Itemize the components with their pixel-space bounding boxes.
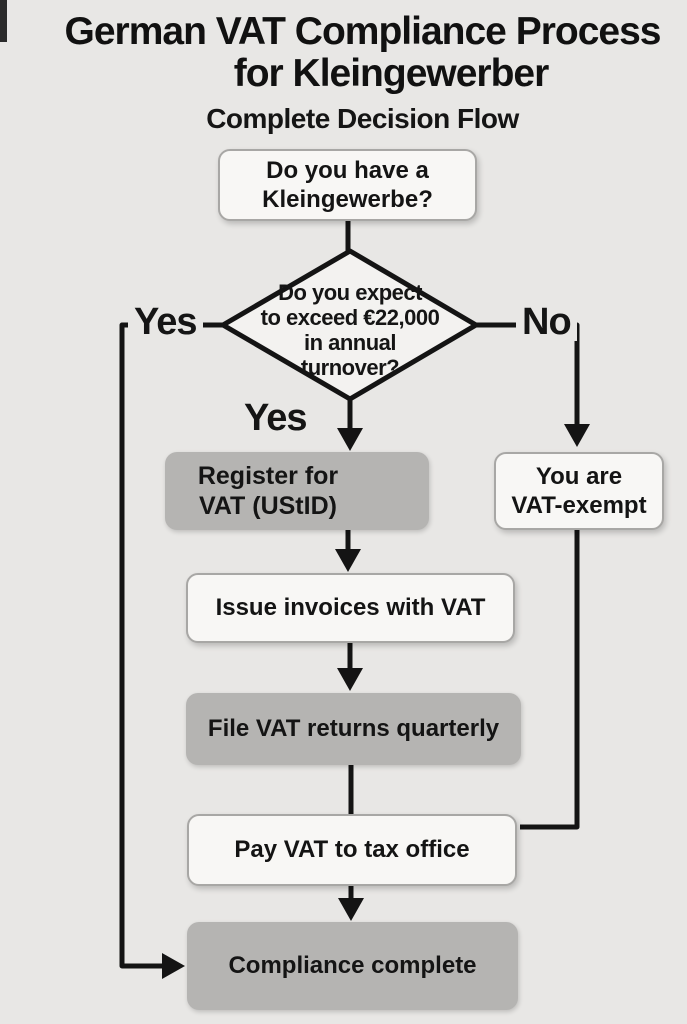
- node-decision-label: Do you expect to exceed €22,000 in annua…: [260, 280, 440, 381]
- node-vat-exempt: You are VAT-exempt: [494, 452, 664, 530]
- page-title-line2: for Kleingewerber: [233, 52, 550, 95]
- arrowhead-yes-to-complete: [162, 953, 185, 979]
- arrowhead-register-to-invoices: [335, 549, 361, 572]
- node-issue-invoices: Issue invoices with VAT: [186, 573, 515, 643]
- connector-no-right: [476, 322, 580, 425]
- node-file-returns: File VAT returns quarterly: [186, 693, 521, 765]
- node-start: Do you have a Kleingewerbe?: [218, 149, 477, 221]
- branch-label-no-right: No: [516, 303, 577, 341]
- corner-mark: [0, 0, 7, 42]
- node-compliance-complete: Compliance complete: [187, 922, 518, 1010]
- arrowhead-invoices-to-returns: [337, 668, 363, 691]
- node-register-vat: Register for VAT (UStID): [165, 452, 429, 530]
- decision-diamond-shape: [220, 248, 479, 402]
- branch-label-yes-down: Yes: [244, 397, 308, 439]
- arrowhead-pay-to-complete: [338, 898, 364, 921]
- branch-label-yes-left: Yes: [128, 303, 203, 341]
- connector-exempt-to-pay: [520, 530, 580, 830]
- node-pay-vat: Pay VAT to tax office: [187, 814, 517, 886]
- arrowhead-no-to-exempt: [564, 424, 590, 447]
- page-subtitle: Complete Decision Flow: [206, 103, 519, 134]
- page-title-line1: German VAT Compliance Process: [64, 10, 662, 53]
- arrowhead-decision-to-register: [337, 428, 363, 451]
